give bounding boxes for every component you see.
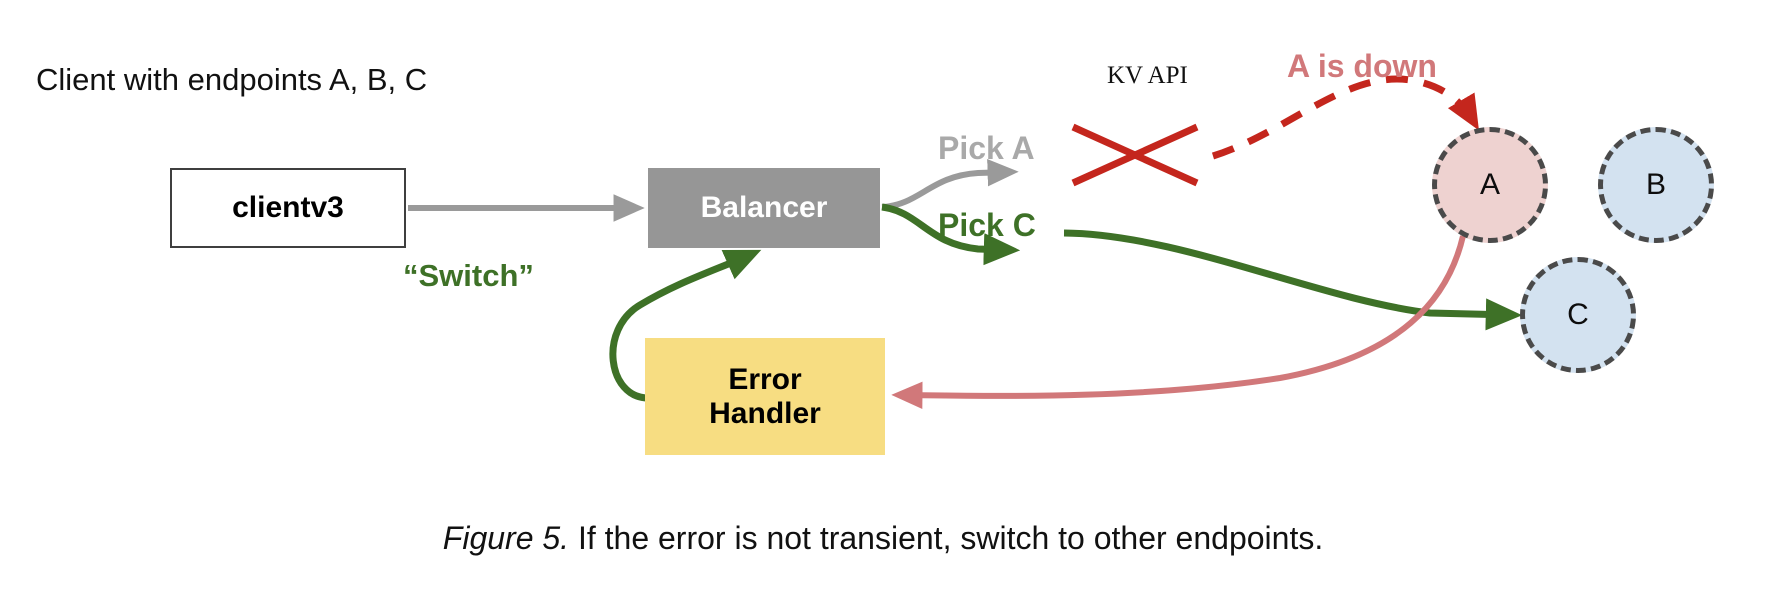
endpoint-a-label: A	[1479, 168, 1500, 201]
pick-a-crossout-icon	[1071, 123, 1199, 187]
clientv3-box: clientv3	[170, 168, 406, 248]
endpoint-node-b: B	[1598, 127, 1714, 243]
edge-kv-api-to-endpoint-a	[1211, 75, 1479, 160]
edge-pick-c-to-endpoint-c	[1063, 229, 1523, 331]
endpoint-node-c: C	[1520, 257, 1636, 373]
endpoint-c-label: C	[1567, 298, 1589, 331]
error-handler-label-line2: Handler	[709, 396, 821, 430]
clientv3-label: clientv3	[232, 191, 344, 225]
client-endpoints-caption: Client with endpoints A, B, C	[36, 62, 428, 97]
figure-caption-text: If the error is not transient, switch to…	[569, 520, 1324, 556]
edge-endpoint-a-to-error-handler	[891, 235, 1466, 409]
error-handler-label-line1: Error	[728, 362, 802, 396]
pick-c-label: Pick C	[938, 207, 1036, 243]
kv-api-label: KV API	[1107, 62, 1188, 89]
pick-a-label: Pick A	[938, 130, 1035, 166]
error-handler-box: Error Handler	[645, 338, 885, 455]
a-is-down-label: A is down	[1287, 48, 1437, 84]
balancer-label: Balancer	[700, 191, 828, 225]
endpoint-node-a: A	[1432, 127, 1548, 243]
balancer-box: Balancer	[648, 168, 880, 248]
endpoint-b-label: B	[1645, 168, 1666, 201]
edge-balancer-to-pick-a	[881, 158, 1019, 210]
figure-caption: Figure 5. If the error is not transient,…	[0, 520, 1766, 557]
figure-number: Figure 5.	[442, 520, 570, 556]
switch-label: “Switch”	[403, 258, 534, 293]
